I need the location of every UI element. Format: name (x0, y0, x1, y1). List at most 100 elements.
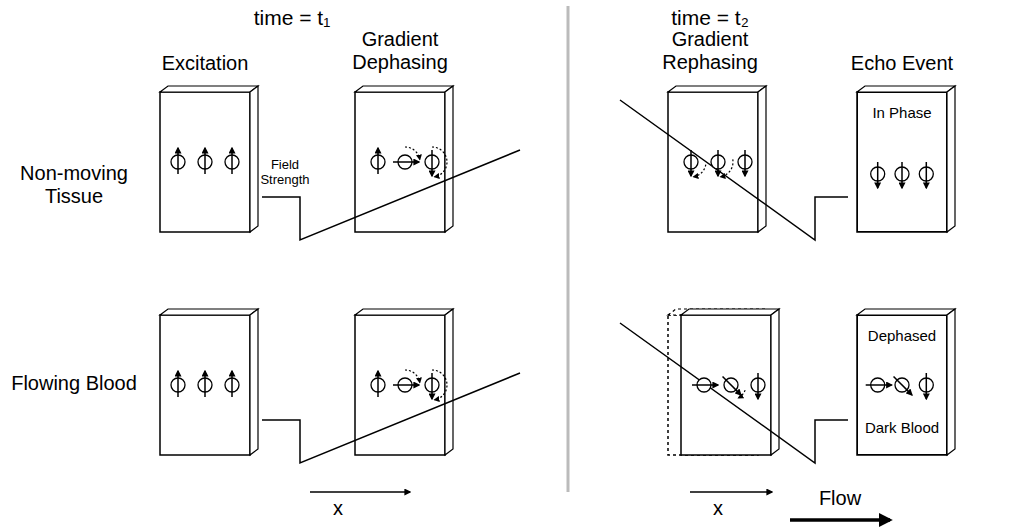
spin-vector (425, 150, 439, 176)
echo-caption: Dark Blood (858, 420, 946, 437)
spin-arrow (744, 150, 746, 176)
spin-vector (371, 148, 385, 174)
spin-vector (393, 155, 419, 169)
gradient-waveform (620, 323, 848, 463)
spin-vector (738, 150, 752, 176)
tissue-slab (355, 86, 453, 232)
slab-side (250, 309, 258, 455)
spin-vector (684, 150, 698, 176)
spin-arrow (393, 161, 419, 163)
tissue-slab (857, 309, 955, 455)
slab-front (857, 315, 947, 455)
slab-top (668, 86, 766, 92)
echo-slab: In Phase (857, 92, 947, 232)
row-heading: Flowing Blood (4, 372, 144, 395)
spin-arrow (757, 373, 759, 399)
spin-arrow (877, 162, 879, 188)
slab-side (947, 309, 955, 455)
slab-side (947, 86, 955, 232)
spin-vector (711, 150, 725, 176)
gradient-waveform (262, 373, 520, 463)
row-heading: Non-moving Tissue (4, 162, 144, 208)
spin-vector (894, 377, 912, 395)
slab-top (160, 86, 258, 92)
tissue-slab (668, 86, 766, 232)
spin-vector (393, 378, 419, 392)
column-heading: Gradient Rephasing (645, 28, 775, 74)
flow-label: Flow (819, 487, 861, 510)
x-axis-arrow (310, 491, 410, 493)
column-heading: Echo Event (851, 52, 953, 75)
spin-arrow (690, 150, 692, 176)
spin-arrow (717, 150, 719, 176)
time-label: time = t₂ (671, 6, 749, 30)
spin-arrow (377, 148, 379, 174)
spin-arrow (926, 162, 928, 188)
precession-arc (721, 159, 733, 176)
tissue-slab (857, 86, 955, 232)
spin-arrow (177, 371, 179, 397)
column-heading: Gradient Dephasing (335, 28, 465, 74)
slab-front (355, 315, 445, 455)
spin-vector (198, 148, 212, 174)
slab-top (355, 86, 453, 92)
slab-front (681, 315, 771, 455)
axis-label: x (713, 497, 723, 520)
spin-vector (171, 371, 185, 397)
x-axis-arrow (690, 491, 772, 493)
slab-side (758, 86, 766, 232)
spin-vector (866, 378, 892, 392)
spin-arrow (901, 162, 903, 188)
spin-vector (723, 377, 741, 395)
spin-arrow (866, 384, 892, 386)
tissue-slab (160, 86, 258, 232)
echo-caption: In Phase (858, 105, 946, 122)
spin-arrow (377, 371, 379, 397)
slab-top (355, 309, 453, 315)
spin-arrow (204, 148, 206, 174)
precession-arc (405, 147, 420, 159)
precession-arc (405, 370, 420, 382)
precession-arc (432, 370, 447, 400)
spin-vector (871, 162, 885, 188)
tissue-slab (160, 309, 258, 455)
gradient-waveform (620, 100, 848, 240)
spin-arrow (177, 148, 179, 174)
spin-vector (425, 373, 439, 399)
spin-arrow (431, 150, 433, 176)
slab-front (857, 92, 947, 232)
slab-side (250, 86, 258, 232)
spin-arrow (231, 371, 233, 397)
spin-vector (198, 371, 212, 397)
echo-slab: DephasedDark Blood (857, 315, 947, 455)
spin-arrow (723, 377, 741, 395)
slab-top (681, 309, 779, 315)
slab-front (160, 315, 250, 455)
spin-vector (692, 378, 718, 392)
spin-arrow (926, 373, 928, 399)
tissue-slab (681, 309, 779, 455)
precession-arc (432, 147, 447, 177)
slab-front (668, 92, 758, 232)
spin-arrow (393, 384, 419, 386)
axis-label: Field Strength (248, 158, 322, 188)
slab-front (160, 92, 250, 232)
precession-arc (739, 390, 746, 398)
gradient-waveform (262, 150, 520, 240)
spin-vector (371, 371, 385, 397)
spin-vector (919, 162, 933, 188)
slab-top (160, 309, 258, 315)
slab-front (355, 92, 445, 232)
divider (567, 6, 570, 492)
flow-arrow (790, 518, 890, 522)
axis-label: x (333, 497, 343, 520)
spin-vector (225, 148, 239, 174)
spin-arrow (231, 148, 233, 174)
precession-arc (694, 165, 706, 177)
spin-vector (919, 373, 933, 399)
spin-arrow (894, 377, 912, 395)
spin-vector (225, 371, 239, 397)
time-label: time = t₁ (254, 6, 331, 30)
spin-arrow (431, 373, 433, 399)
